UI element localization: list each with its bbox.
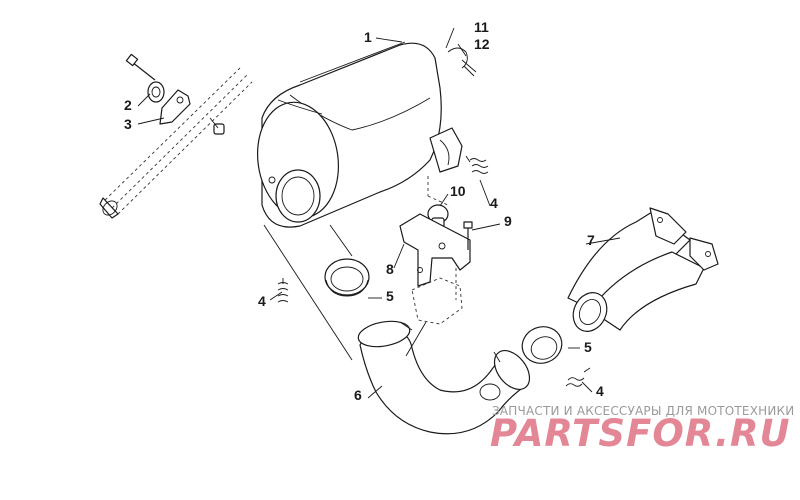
callout-10: 10: [450, 183, 466, 199]
callout-labels: 1 11 12 2 3 10 4 9 7 8 4 5 5 6 4: [124, 19, 604, 403]
spring-left: [277, 278, 289, 303]
mounting-bolt: [125, 53, 156, 81]
exhaust-seal-right: [521, 326, 563, 364]
muffler-mount-bracket: [159, 89, 191, 125]
bracket-bolt: [463, 221, 473, 250]
callout-2: 2: [124, 97, 132, 113]
muffler: [256, 41, 463, 228]
callout-9: 9: [504, 213, 512, 229]
callout-7: 7: [587, 232, 595, 248]
frame-tube: [99, 67, 253, 219]
callout-3: 3: [124, 116, 132, 132]
callout-8: 8: [386, 261, 394, 277]
callout-1: 1: [364, 29, 372, 45]
retaining-clip: [447, 47, 468, 69]
watermark-brand: PARTSFOR.RU: [490, 412, 791, 455]
exhaust-seal-left: [324, 258, 370, 297]
callout-4-left: 4: [258, 293, 266, 309]
callout-5-left: 5: [386, 288, 394, 304]
callout-6: 6: [354, 387, 362, 403]
leader-lines: [137, 27, 621, 399]
cotter-pin: [461, 59, 477, 77]
watermark-subtitle: ЗАПЧАСТИ И АКСЕССУАРЫ ДЛЯ МОТОТЕХНИКИ: [492, 404, 795, 418]
bracket-nut: [209, 117, 225, 135]
callout-11: 11: [474, 19, 489, 35]
callout-12: 12: [474, 36, 490, 52]
muffler-bracket: [399, 213, 471, 287]
callout-4-lower: 4: [596, 383, 604, 399]
exhaust-manifold: [567, 207, 719, 332]
mount-plate-outline: [411, 176, 463, 325]
callout-5-right: 5: [584, 339, 592, 355]
head-pipe: [357, 320, 531, 435]
callout-4-upper: 4: [490, 195, 498, 211]
grommet: [147, 81, 165, 103]
spring-lower: [565, 367, 591, 387]
spring-upper: [465, 155, 489, 174]
